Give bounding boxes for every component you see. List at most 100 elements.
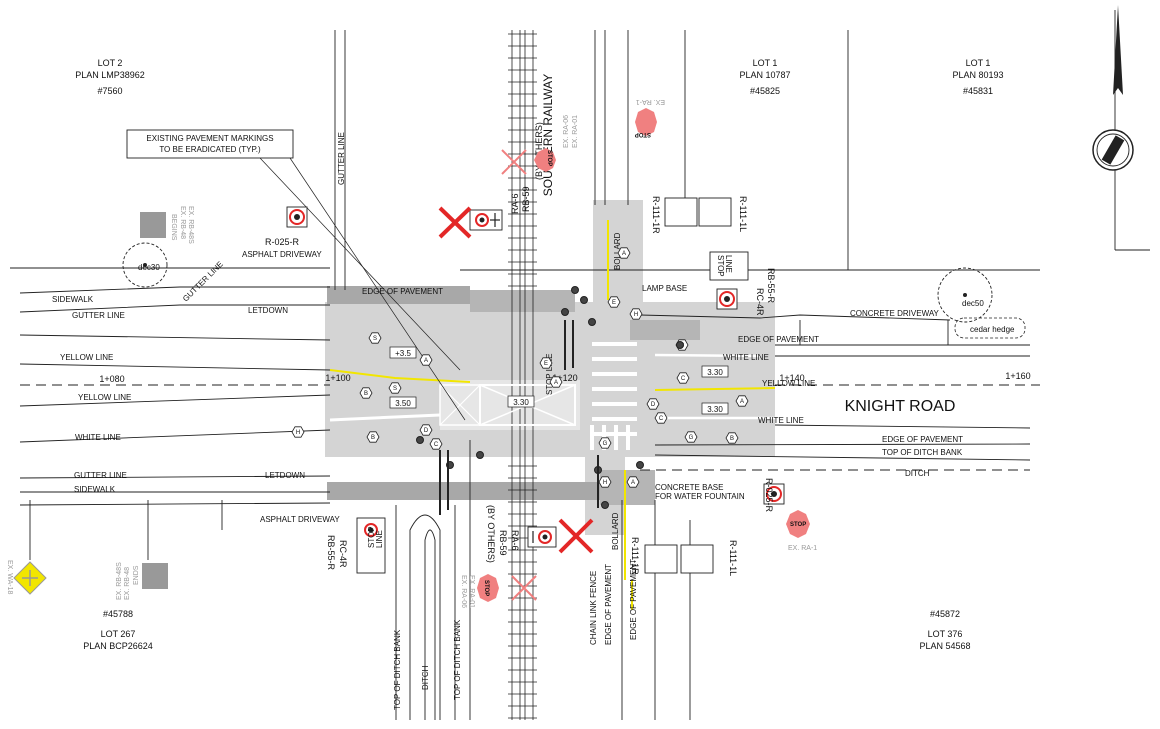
- road-name-label: KNIGHT ROAD: [845, 398, 956, 415]
- lot-labels: LOT 2 PLAN LMP38962 #7560 LOT 1 PLAN 107…: [75, 58, 1003, 651]
- sign-stop-line-ne-1: STOP: [716, 255, 725, 277]
- top-ditch-s1: TOP OF DITCH BANK: [393, 629, 402, 710]
- crosswalk-bar: [592, 357, 637, 361]
- yellow-label-w: YELLOW LINE: [78, 393, 131, 402]
- bollard-s: BOLLARD: [611, 512, 620, 550]
- lot-267-plan: PLAN BCP26624: [83, 641, 153, 651]
- edge-pavement-ne: EDGE OF PAVEMENT: [738, 335, 819, 344]
- lot-1-80193-title: LOT 1: [966, 58, 991, 68]
- lot-2-title: LOT 2: [98, 58, 123, 68]
- ghost-begins: BEGINS: [170, 214, 177, 241]
- svg-text:B: B: [364, 391, 368, 397]
- callout-bubble: H: [598, 476, 612, 488]
- cedar-hedge: cedar hedge: [954, 317, 1026, 339]
- white-stop-bar-east: [654, 353, 761, 358]
- sign-ra6-south: RA-6 RB-59 (BY OTHERS): [486, 505, 557, 563]
- signal-pole: [476, 451, 484, 459]
- crossbuck-north: [438, 206, 472, 239]
- svg-text:D: D: [651, 402, 656, 408]
- callout-bubble: G: [684, 431, 698, 443]
- sign-ra6-north: RA-6 RB-59 (BY OTHERS): [469, 122, 544, 231]
- lot-1-80193-plan: PLAN 80193: [952, 70, 1003, 80]
- callout-bubble: E: [539, 357, 553, 369]
- asphalt-driveway-s: ASPHALT DRIVEWAY: [260, 515, 340, 524]
- bollard-n: BOLLARD: [613, 232, 622, 270]
- svg-text:B: B: [371, 435, 375, 441]
- pavement-markings: [329, 220, 776, 610]
- lot-1-80193-civic: #45831: [963, 86, 993, 96]
- white-label-ne: WHITE LINE: [723, 353, 769, 362]
- callout-bubble: C: [654, 412, 668, 424]
- ditch-e: DITCH: [905, 469, 930, 478]
- crosswalk-bar: [614, 425, 618, 450]
- signal-poles: [416, 286, 684, 515]
- callout-bubble: B: [366, 431, 380, 443]
- dim-330-e: 3.30: [701, 402, 729, 415]
- callout-bubble: D: [646, 398, 660, 410]
- station-1120: 1+120: [552, 373, 577, 383]
- svg-text:3.50: 3.50: [395, 399, 411, 408]
- svg-text:A: A: [554, 380, 558, 386]
- signal-pole: [571, 286, 579, 294]
- sign-r111-1l-s: R-111-1L: [728, 540, 738, 576]
- stop-sign-north-2: STOP EX. RA-1: [635, 98, 665, 137]
- svg-text:C: C: [681, 376, 686, 382]
- callout-bubble: E: [607, 296, 621, 308]
- stop-line-label: STOP LINE: [545, 354, 554, 396]
- sign-r111-1l-n: R-111-1L: [738, 196, 748, 232]
- lot-1-10787-civic: #45825: [750, 86, 780, 96]
- ditch-s: DITCH: [421, 665, 430, 690]
- dim-330-center: 3.30: [507, 395, 535, 408]
- lot-267-civic: #45788: [103, 609, 133, 619]
- signal-pole: [561, 308, 569, 316]
- crosswalk-bar: [626, 425, 630, 450]
- crosswalk-bar: [592, 402, 637, 406]
- eradicate-callout: EXISTING PAVEMENT MARKINGS TO BE ERADICA…: [126, 129, 466, 421]
- svg-text:E: E: [612, 300, 616, 306]
- callout-bubble: B: [359, 387, 373, 399]
- signal-pole: [416, 436, 424, 444]
- svg-text:3.30: 3.30: [707, 405, 723, 414]
- lot-376-plan: PLAN 54568: [919, 641, 970, 651]
- tree-dec50-label: dec50: [962, 299, 984, 308]
- ghost-ex-rb48s-n: EX. RB-48S: [187, 206, 194, 244]
- edge-pavement-n: EDGE OF PAVEMENT: [362, 287, 443, 296]
- svg-text:H: H: [634, 312, 638, 318]
- station-1160: 1+160: [1005, 371, 1030, 381]
- lot-2-plan: PLAN LMP38962: [75, 70, 145, 80]
- tree-dec50: dec50: [937, 267, 993, 323]
- south-sidewalk: [327, 482, 602, 500]
- ghost-ex-rb48-s: EX. RB-48: [124, 567, 131, 600]
- lot-2-civic: #7560: [97, 86, 122, 96]
- crosswalk-bar: [590, 425, 594, 450]
- callout-bubble: H: [291, 426, 305, 438]
- svg-text:STOP: STOP: [546, 150, 552, 166]
- sign-lane-begins: BEGINS EX. RB-48 EX. RB-48S: [140, 206, 194, 244]
- white-label-e: WHITE LINE: [758, 416, 804, 425]
- svg-text:H: H: [296, 430, 300, 436]
- station-1080: 1+080: [99, 374, 124, 384]
- callout-bubble: A: [617, 247, 631, 259]
- sign-r025-nw-label: R-025-R: [265, 237, 300, 247]
- callout-bubble: G: [598, 437, 612, 449]
- chain-link-fence: CHAIN LINK FENCE: [589, 571, 598, 645]
- north-arrow: [1092, 5, 1134, 171]
- stop-sign-north-1: STOP EX. RA-06 EX. RA-01: [534, 115, 579, 172]
- dim-350-w: 3.50: [389, 396, 417, 409]
- sign-lane-ends: ENDS EX. RB-48 EX. RB-48S: [116, 562, 168, 600]
- dashed-lines: [20, 384, 1040, 471]
- edge-pavement-s2: EDGE OF PAVEMENT: [629, 559, 638, 640]
- ghost-ex-rb48-n: EX. RB-48: [179, 206, 186, 239]
- svg-text:E: E: [544, 361, 548, 367]
- railway-tracks: [511, 30, 534, 720]
- lot-376-civic: #45872: [930, 609, 960, 619]
- sign-rc4r-sw: STOP LINE RC-4R RB-55-R: [326, 517, 386, 574]
- top-ditch-e: TOP OF DITCH BANK: [882, 448, 963, 457]
- svg-text:S: S: [393, 386, 397, 392]
- callout-bubble: B: [725, 432, 739, 444]
- north-sidewalk: [327, 286, 470, 304]
- sign-stop-line-ne-2: LINE: [724, 255, 733, 273]
- sign-ra6-s: RA-6: [510, 530, 520, 551]
- callout-bubble: S: [368, 332, 382, 344]
- station-1100: 1+100: [325, 373, 350, 383]
